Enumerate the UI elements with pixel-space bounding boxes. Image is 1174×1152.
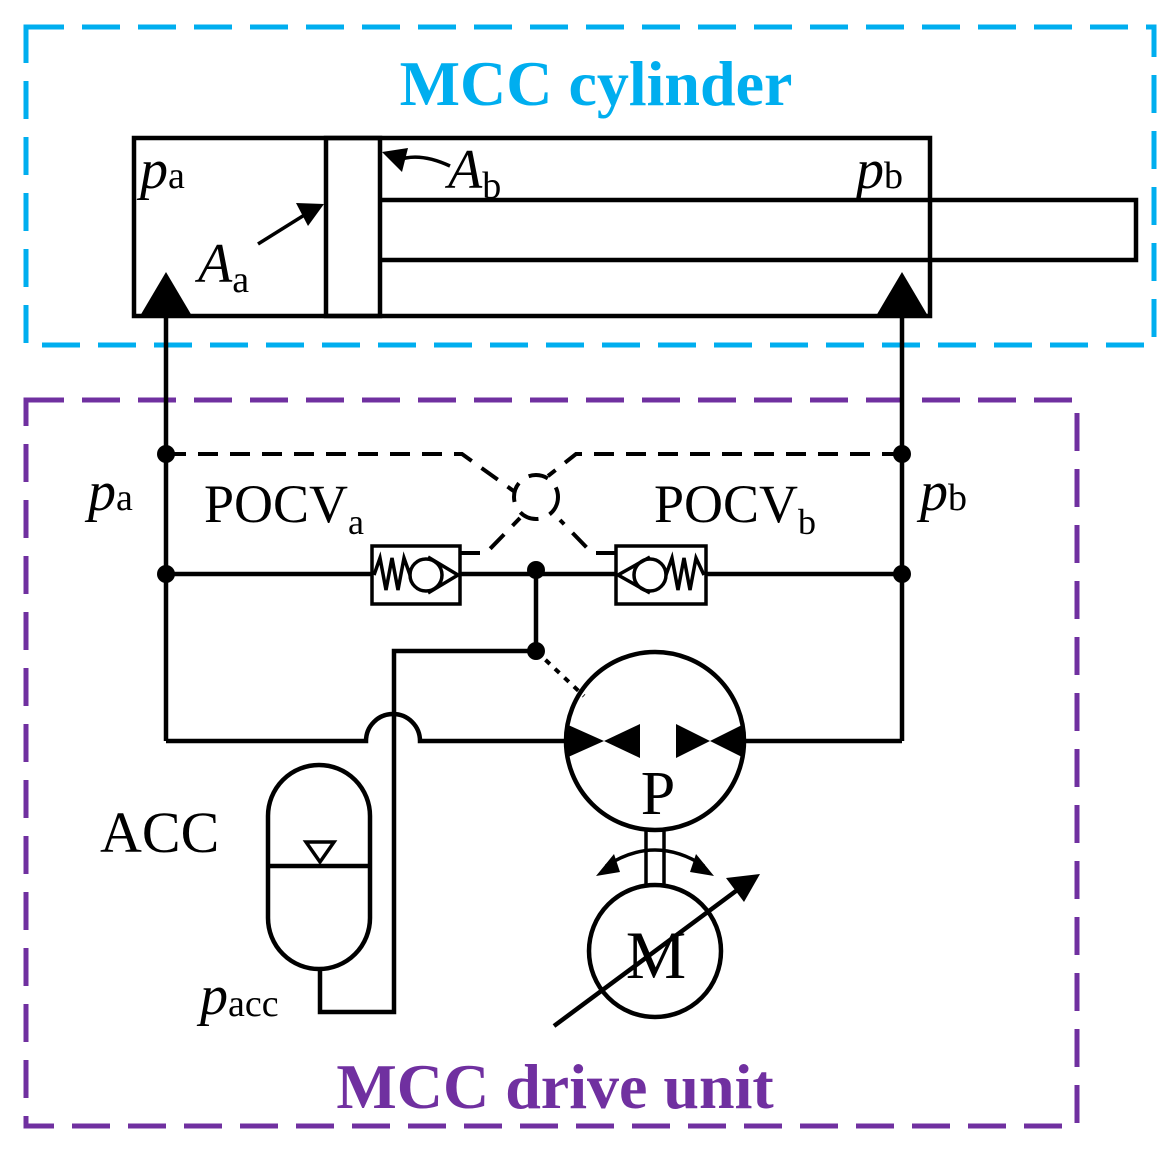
variable-speed-arrow-icon (726, 874, 760, 902)
rotation-arrow-line (605, 848, 705, 868)
pump: P (563, 649, 747, 833)
label-pa-drive: pa (84, 461, 133, 523)
drive-unit-group-box (23, 397, 1080, 1129)
spring-icon (664, 551, 706, 591)
check-seat-icon (427, 555, 462, 595)
pocv-b-valve (614, 544, 708, 606)
label-pacc: pacc (196, 965, 279, 1027)
pilot-lines (166, 452, 902, 555)
port-b-arrow-icon (876, 272, 928, 316)
rotation-arrow-icon (596, 854, 620, 876)
junction-dot (893, 565, 911, 583)
pump-port-arrow-icon (710, 724, 744, 758)
cylinder-title: MCC cylinder (400, 48, 793, 119)
label-acc: ACC (100, 800, 219, 865)
pump-motor-shaft (596, 830, 714, 886)
motor-label: M (626, 917, 686, 993)
variable-speed-arrow-line (552, 886, 742, 1028)
area-b-arrow-icon (382, 148, 408, 172)
label-pb-cylinder: pb (852, 139, 903, 201)
motor: M (552, 874, 760, 1028)
pump-port-arrow-icon (566, 724, 604, 758)
check-ball-icon (632, 557, 668, 593)
port-a-arrow-icon (140, 272, 192, 316)
piston-rod (380, 197, 1139, 263)
fluid-level-icon (302, 840, 338, 866)
label-pocv-b: POCVb (654, 474, 816, 542)
label-pocv-a: POCVa (204, 474, 364, 542)
label-pa-cylinder: pa (136, 139, 185, 201)
pump-port-arrow-icon (604, 724, 640, 758)
cylinder-group-box (23, 24, 1157, 348)
junction-dots (157, 445, 911, 660)
pocv-a-valve (370, 544, 462, 606)
accumulator (265, 762, 373, 972)
label-pb-drive: pb (916, 461, 967, 523)
area-b-arrow-line (397, 155, 451, 168)
junction-dot (157, 445, 175, 463)
label-area-b: Ab (444, 139, 501, 207)
drive-unit-title: MCC drive unit (336, 1051, 774, 1122)
area-a-arrow-line (257, 212, 307, 246)
area-a-arrow-icon (296, 203, 324, 226)
cylinder (131, 135, 1139, 319)
cylinder-barrel (131, 135, 933, 319)
rotation-arrow-icon (690, 854, 714, 876)
junction-dot (157, 565, 175, 583)
label-area-a: Aa (194, 233, 249, 301)
check-ball-icon (408, 557, 444, 593)
spring-icon (372, 551, 412, 591)
drain-line (534, 649, 586, 698)
junction-dot (527, 642, 545, 660)
junction-dot (527, 561, 545, 579)
pump-port-arrow-icon (676, 724, 710, 758)
piston (323, 135, 383, 319)
hydraulic-lines (163, 316, 905, 1015)
junction-dot (893, 445, 911, 463)
pump-label: P (641, 760, 675, 828)
